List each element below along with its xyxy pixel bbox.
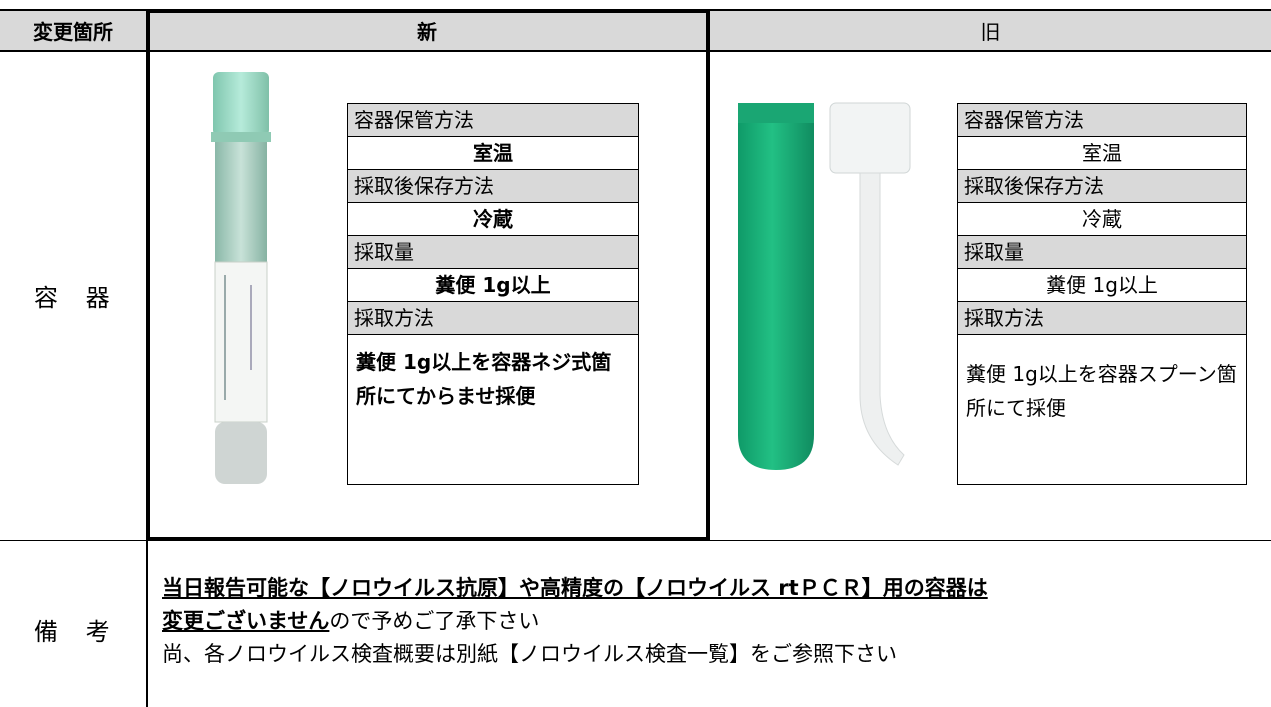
old-tube-and-spoon-image <box>738 102 911 470</box>
new-method-header: 採取方法 <box>348 302 638 335</box>
new-storage-value: 室温 <box>348 137 638 170</box>
old-amount-value: 糞便 1g以上 <box>958 269 1246 302</box>
old-method-value: 糞便 1g以上を容器スプーン箇所にて採便 <box>966 362 1237 420</box>
new-container-info-box: 容器保管方法 室温 採取後保存方法 冷蔵 採取量 糞便 1g以上 採取方法 糞便… <box>347 103 639 485</box>
new-screw-cap-tube-image <box>211 72 271 484</box>
notes-line3: 尚、各ノロウイルス検査概要は別紙【ノロウイルス検査一覧】をご参照下さい <box>162 642 897 666</box>
row-label-notes: 備 考 <box>34 618 120 646</box>
new-after-collection-value: 冷蔵 <box>348 203 638 236</box>
header-bottom-border <box>0 50 1271 52</box>
new-amount-header: 採取量 <box>348 236 638 269</box>
notes-line1: 当日報告可能な【ノロウイルス抗原】や高精度の【ノロウイルス rtＰＣＲ】用の容器… <box>162 576 988 600</box>
new-after-collection-header: 採取後保存方法 <box>348 170 638 203</box>
old-after-collection-header: 採取後保存方法 <box>958 170 1246 203</box>
old-container-info-box: 容器保管方法 室温 採取後保存方法 冷蔵 採取量 糞便 1g以上 採取方法 糞便… <box>957 103 1247 485</box>
notes-line2-rest: ので予めご了承下さい <box>329 609 540 633</box>
new-storage-header: 容器保管方法 <box>348 104 638 137</box>
old-storage-value: 室温 <box>958 137 1246 170</box>
notes-text: 当日報告可能な【ノロウイルス抗原】や高精度の【ノロウイルス rtＰＣＲ】用の容器… <box>162 572 988 671</box>
header-change-location: 変更箇所 <box>33 19 113 44</box>
new-method-value: 糞便 1g以上を容器ネジ式箇所にてからませ採便 <box>356 350 612 408</box>
notes-line2-emphasis: 変更ございません <box>162 609 330 633</box>
row-label-container: 容 器 <box>34 284 120 312</box>
old-storage-header: 容器保管方法 <box>958 104 1246 137</box>
new-column-highlight-frame <box>146 9 710 541</box>
old-after-collection-value: 冷蔵 <box>958 203 1246 236</box>
header-new: 新 <box>417 19 437 44</box>
new-amount-value: 糞便 1g以上 <box>348 269 638 302</box>
old-method-header: 採取方法 <box>958 302 1246 335</box>
old-amount-header: 採取量 <box>958 236 1246 269</box>
header-old: 旧 <box>980 19 1001 44</box>
